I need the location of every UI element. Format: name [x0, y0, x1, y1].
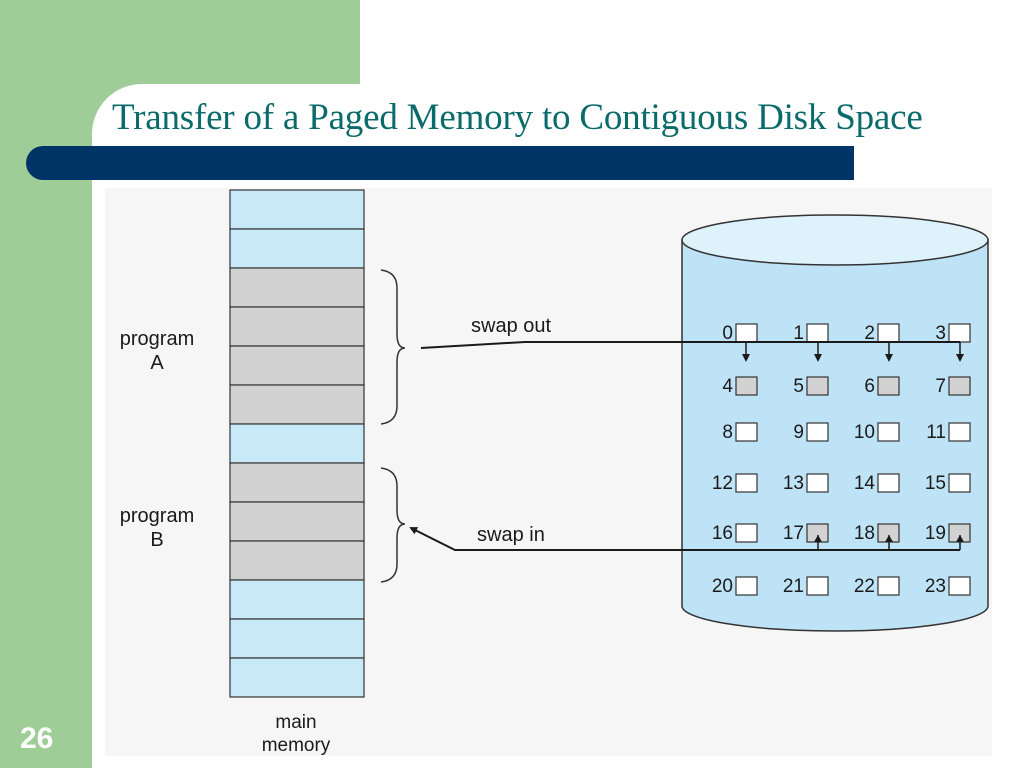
disk-block-number: 14 — [854, 473, 876, 494]
swap-out-arrow — [420, 341, 964, 362]
disk-block-number: 22 — [854, 576, 875, 597]
disk-block-free — [735, 473, 758, 493]
disk-block-free — [735, 422, 758, 442]
memory-frame — [229, 618, 365, 659]
disk-block-number: 15 — [925, 473, 946, 494]
disk-block-number: 13 — [783, 473, 804, 494]
disk-block-number: 21 — [783, 576, 804, 597]
disk-block-free — [735, 523, 758, 543]
disk-block-number: 11 — [926, 422, 946, 443]
memory-frame — [229, 462, 365, 503]
disk-block-free — [806, 323, 829, 343]
disk-block-number: 1 — [793, 323, 804, 344]
disk-block-number: 23 — [925, 576, 946, 597]
disk-block-number: 0 — [722, 323, 733, 344]
memory-frame — [229, 384, 365, 425]
memory-frame — [229, 423, 365, 464]
disk-block-free — [877, 473, 900, 493]
slide-title: Transfer of a Paged Memory to Contiguous… — [112, 97, 923, 138]
page-number: 26 — [20, 722, 54, 755]
memory-label-line2: memory — [262, 735, 331, 756]
disk-block-number: 3 — [935, 323, 946, 344]
memory-frame — [229, 540, 365, 581]
swap-in-arrow — [409, 527, 964, 551]
disk-block-used — [948, 376, 971, 396]
disk-block-free — [877, 576, 900, 596]
disk-block-free — [948, 576, 971, 596]
disk-block-number: 7 — [935, 376, 946, 397]
swap-in-label: swap in — [477, 524, 545, 546]
disk-block-number: 2 — [864, 323, 875, 344]
memory-frame — [229, 345, 365, 386]
program-a-label-line2: A — [150, 352, 164, 374]
disk-block-free — [806, 576, 829, 596]
disk-block-used — [806, 376, 829, 396]
disk-block-number: 16 — [712, 523, 733, 544]
memory-frame — [229, 657, 365, 698]
disk-block-number: 9 — [793, 422, 804, 443]
memory-frame — [229, 579, 365, 620]
program-b-brace — [380, 467, 406, 583]
disk-block-free — [735, 323, 758, 343]
disk-block-number: 10 — [854, 422, 875, 443]
swap-out-label: swap out — [471, 315, 551, 337]
disk-block-number: 19 — [925, 523, 946, 544]
disk-block-number: 6 — [864, 376, 875, 397]
program-a-label-line1: program — [120, 328, 194, 350]
disk-block-number: 17 — [783, 523, 804, 544]
disk-block-number: 20 — [712, 576, 733, 597]
disk-block-free — [948, 422, 971, 442]
disk-block-number: 18 — [854, 523, 875, 544]
program-b-label-line2: B — [150, 529, 163, 551]
disk-body — [681, 239, 989, 632]
disk-block-free — [806, 422, 829, 442]
disk-block-free — [948, 323, 971, 343]
disk-block-number: 5 — [793, 376, 804, 397]
disk-top — [681, 214, 989, 266]
memory-frame — [229, 267, 365, 308]
title-underline-band — [26, 146, 854, 180]
disk-block-free — [735, 576, 758, 596]
program-a-brace — [380, 269, 406, 425]
disk-block-used — [877, 376, 900, 396]
memory-frame — [229, 189, 365, 230]
disk-block-free — [948, 473, 971, 493]
memory-frame — [229, 501, 365, 542]
disk-block-free — [806, 473, 829, 493]
disk-cylinder — [681, 214, 989, 632]
memory-frame — [229, 306, 365, 347]
program-b-label-line1: program — [120, 505, 194, 527]
disk-block-used — [735, 376, 758, 396]
main-memory-column — [229, 189, 365, 698]
disk-block-number: 8 — [722, 422, 733, 443]
memory-label-line1: main — [275, 712, 316, 733]
disk-block-number: 4 — [722, 376, 733, 397]
disk-block-free — [877, 422, 900, 442]
disk-block-free — [877, 323, 900, 343]
disk-block-number: 12 — [712, 473, 733, 494]
memory-frame — [229, 228, 365, 269]
